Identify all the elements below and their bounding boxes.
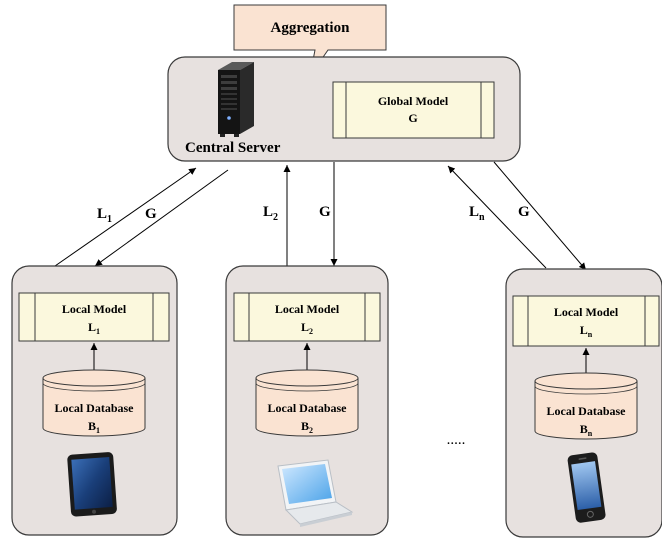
local-model-title-1: Local Model [62,302,127,316]
local-database-symbol-2: B2 [301,419,313,435]
aggregation-label: Aggregation [271,20,351,36]
local-database-title-n: Local Database [547,404,627,418]
more-clients-ellipsis: ..... [447,432,466,448]
laptop-icon [277,459,354,527]
local-database-symbol-n: Bn [580,422,593,438]
local-database-cylinder-1: Local Database B1 [42,369,146,437]
global-model-title: Global Model [378,94,449,108]
local-database-title-1: Local Database [55,401,135,415]
tablet-icon [67,452,117,517]
client-panel-1: Local Model L1 Local Database B1 [11,265,178,536]
local-model-box-1: Local Model L1 [18,292,170,342]
local-model-symbol-n: Ln [580,323,593,339]
local-database-symbol-1: B1 [88,419,100,435]
local-model-box-n: Local Model Ln [512,295,660,347]
global-model-box: Global Model G [332,81,495,139]
smartphone-icon [567,452,606,523]
central-server-panel: Central Server Global Model G [167,56,521,162]
local-model-symbol-2: L2 [301,320,313,336]
download-arrow-client-1 [94,169,229,267]
global-model-symbol: G [408,111,417,125]
server-tower-icon [218,62,254,137]
central-server-label: Central Server [185,140,281,156]
local-model-title-n: Local Model [554,305,619,319]
local-database-cylinder-n: Local Database Bn [534,372,638,440]
communication-arrows [54,161,587,271]
client-panel-n: Local Model Ln Local Database Bn [505,268,662,538]
download-arrow-client-n [493,161,587,271]
arrow-label-up-2: L2 [263,204,278,223]
arrow-label-down-n: G [518,204,530,220]
arrow-label-down-2: G [319,204,331,220]
local-model-box-2: Local Model L2 [233,292,381,342]
local-database-cylinder-2: Local Database B2 [255,369,359,437]
local-model-symbol-1: L1 [88,320,100,336]
aggregation-callout: Aggregation [233,4,387,77]
local-model-title-2: Local Model [275,302,340,316]
arrow-label-up-1: L1 [97,206,112,225]
arrow-label-down-1: G [145,206,157,222]
arrow-label-up-n: Ln [469,204,485,223]
local-database-title-2: Local Database [268,401,348,415]
client-panel-2: Local Model L2 Local Database B2 [225,265,389,536]
upload-arrow-client-n [447,165,547,269]
upload-arrow-client-1 [54,167,197,267]
